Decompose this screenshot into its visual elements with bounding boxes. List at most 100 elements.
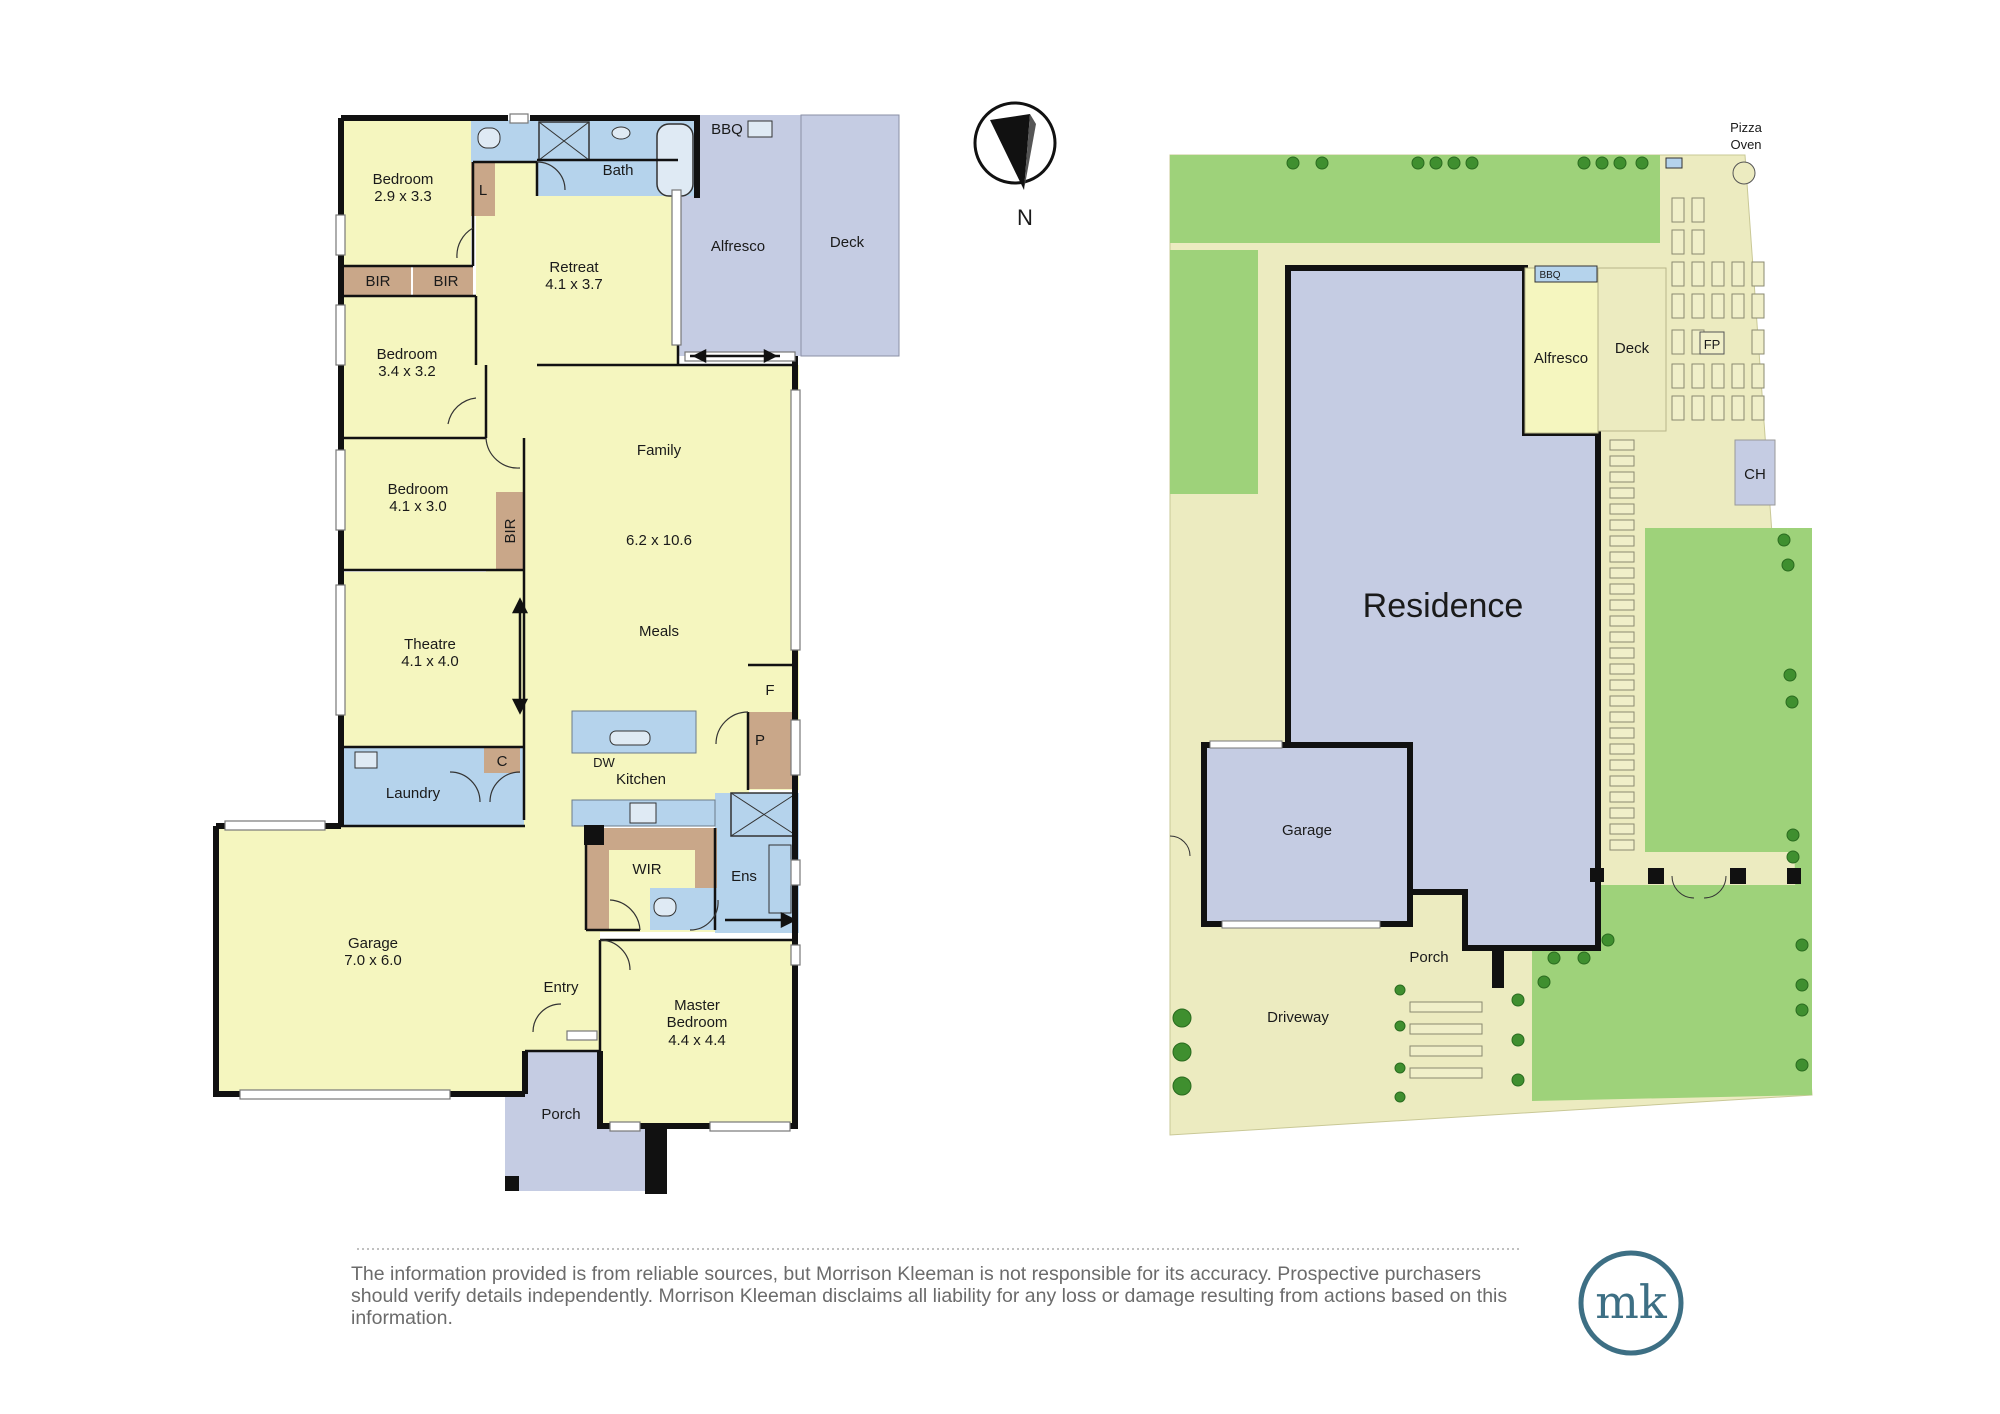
site-label-garage: Garage (1282, 822, 1332, 839)
chook-house (1734, 439, 1776, 506)
site-bbq (1534, 265, 1598, 283)
label-linen: L (479, 182, 487, 199)
bir-1 (343, 266, 411, 296)
compass-ring (973, 101, 1057, 185)
paver-grid (1671, 197, 1765, 421)
room-name-retreat: Retreat (549, 259, 599, 276)
fireplace (1699, 331, 1725, 355)
room-size-garage: 7.0 x 6.0 (344, 952, 402, 969)
room-name-master-2: Bedroom (667, 1014, 728, 1031)
room-name-deck: Deck (830, 234, 865, 251)
room-size-theatre: 4.1 x 4.0 (401, 653, 459, 670)
footer-disclaimer: The information provided is from reliabl… (351, 1263, 1508, 1329)
room-name-family: Family (637, 442, 682, 459)
pillar-3 (505, 1176, 519, 1191)
site-plan-labels: Residence Garage Alfresco Deck Porch Dri… (1267, 120, 1766, 1026)
room-name-bath: Bath (603, 162, 634, 179)
room-name-wir: WIR (632, 861, 661, 878)
laundry-trough (354, 751, 378, 769)
linen-cupboard (471, 162, 495, 216)
logo-ring (1578, 1250, 1684, 1356)
room-name-alfresco: Alfresco (711, 238, 765, 255)
bbq-unit (747, 120, 773, 138)
site-label-alfresco: Alfresco (1534, 350, 1588, 367)
bedroom-2-area (341, 296, 486, 438)
bir-3 (496, 492, 524, 570)
room-name-kitchen: Kitchen (616, 771, 666, 788)
bedroom-3-area (341, 438, 496, 570)
side-gate-swing (1169, 835, 1191, 857)
room-size-bedroom-1: 2.9 x 3.3 (374, 188, 432, 205)
room-name-theatre: Theatre (404, 636, 456, 653)
room-name-meals: Meals (639, 623, 679, 640)
room-name-ens: Ens (731, 868, 757, 885)
room-name-laundry: Laundry (386, 785, 441, 802)
room-name-master-1: Master (674, 997, 720, 1014)
bir-2 (413, 266, 473, 296)
room-name-bedroom-3: Bedroom (388, 481, 449, 498)
site-alfresco (1524, 267, 1599, 434)
site-label-residence: Residence (1363, 587, 1524, 625)
pillar-2 (645, 1126, 667, 1194)
room-name-garage: Garage (348, 935, 398, 952)
room-size-bedroom-2: 3.4 x 3.2 (378, 363, 436, 380)
label-bir-3: BIR (502, 518, 519, 543)
room-size-retreat: 4.1 x 3.7 (545, 276, 603, 293)
label-bir-2: BIR (433, 273, 458, 290)
label-bir-1: BIR (365, 273, 390, 290)
company-logo: mk (1578, 1250, 1684, 1356)
cooktop (629, 802, 657, 824)
compass-north-label: N (1017, 205, 1033, 230)
label-dishwasher: DW (593, 755, 615, 770)
pizza-oven (1732, 161, 1756, 185)
site-label-deck: Deck (1615, 340, 1650, 357)
lawn-west (1170, 250, 1258, 494)
site-label-fp: FP (1704, 337, 1721, 352)
bedroom-1-area (341, 120, 471, 266)
site-label-porch: Porch (1409, 949, 1448, 966)
cupboard-c (484, 747, 520, 773)
site-plan: Residence Garage Alfresco Deck Porch Dri… (1169, 120, 1813, 1136)
floor-plan: Bedroom 2.9 x 3.3 Bedroom 3.4 x 3.2 Bedr… (213, 113, 900, 1194)
site-label-bbq: BBQ (1539, 270, 1560, 281)
room-name-entry: Entry (543, 979, 579, 996)
ens-basins (768, 844, 792, 914)
toilet-wc (477, 127, 501, 149)
compass-needle (990, 114, 1030, 190)
deck-area (800, 114, 900, 357)
label-pantry: P (755, 732, 765, 749)
door-swings (447, 161, 749, 1033)
porch-steps (1409, 1001, 1483, 1079)
room-name-bedroom-1: Bedroom (373, 171, 434, 188)
site-label-driveway: Driveway (1267, 1009, 1329, 1026)
room-size-master: 4.4 x 4.4 (668, 1032, 726, 1049)
pillar-1 (584, 825, 604, 845)
vanity-basin (611, 126, 631, 140)
site-label-pizza-oven-2: Oven (1730, 137, 1761, 152)
room-size-bedroom-3: 4.1 x 3.0 (389, 498, 447, 515)
garage-area (216, 826, 525, 1094)
site-label-ch: CH (1744, 466, 1766, 483)
toilet-ens (653, 897, 677, 917)
label-bbq-floor: BBQ (711, 121, 743, 138)
site-garage (1201, 742, 1413, 927)
sink (609, 730, 651, 746)
room-size-family: 6.2 x 10.6 (626, 532, 692, 549)
room-name-porch: Porch (541, 1106, 580, 1123)
floor-plan-labels: Bedroom 2.9 x 3.3 Bedroom 3.4 x 3.2 Bedr… (344, 121, 864, 1123)
lawn-east (1645, 528, 1800, 852)
site-deck (1597, 267, 1667, 432)
gate-swing (1671, 875, 1727, 899)
windows (224, 113, 801, 1132)
label-fridge: F (765, 682, 774, 699)
site-label-pizza-oven-1: Pizza (1730, 120, 1763, 135)
label-cupboard: C (497, 753, 508, 770)
stepping-pavers (1609, 439, 1635, 851)
fence-posts (1492, 868, 1801, 988)
shrubs (1172, 156, 1809, 1103)
pantry (748, 712, 798, 789)
master-bedroom-area (600, 940, 798, 1126)
room-name-bedroom-2: Bedroom (377, 346, 438, 363)
sliding-door-arrows (511, 348, 797, 929)
